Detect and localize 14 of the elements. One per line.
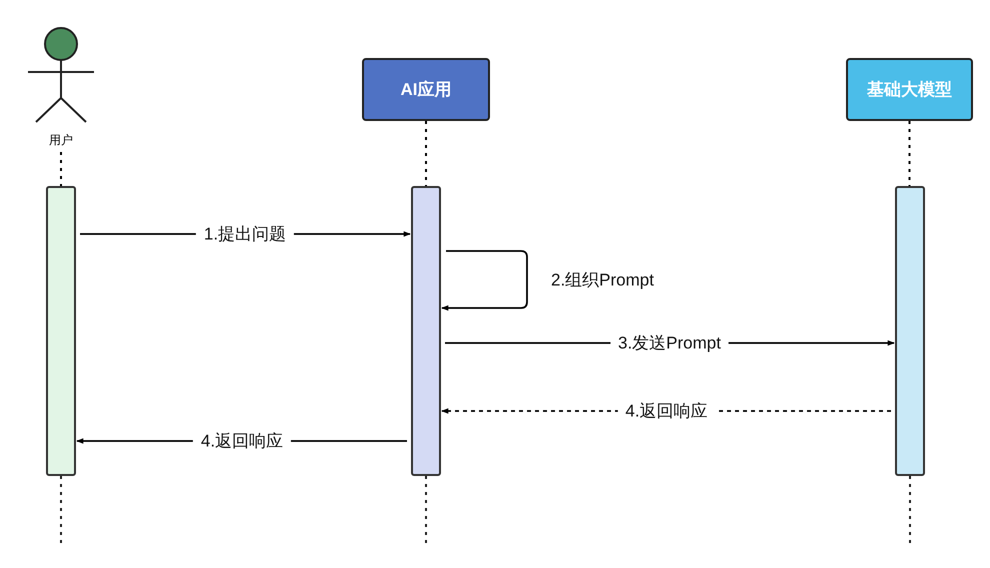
lifeline — [60, 152, 62, 186]
lifeline — [425, 121, 427, 186]
edge-label: 1.提出问题 — [196, 223, 294, 245]
participant-box: AI应用 — [362, 58, 490, 121]
edge-label: 4.返回响应 — [192, 430, 292, 452]
lifeline — [908, 121, 910, 186]
message-arrow — [441, 250, 528, 311]
actor-label: 用户 — [49, 134, 73, 146]
activation-bar — [411, 186, 441, 476]
activation-bar — [46, 186, 76, 476]
participant-box: 基础大模型 — [846, 58, 973, 121]
edge-label: 4.返回响应 — [617, 400, 716, 422]
edge-label: 3.发送Prompt — [610, 332, 729, 354]
activation-bar — [895, 186, 925, 476]
